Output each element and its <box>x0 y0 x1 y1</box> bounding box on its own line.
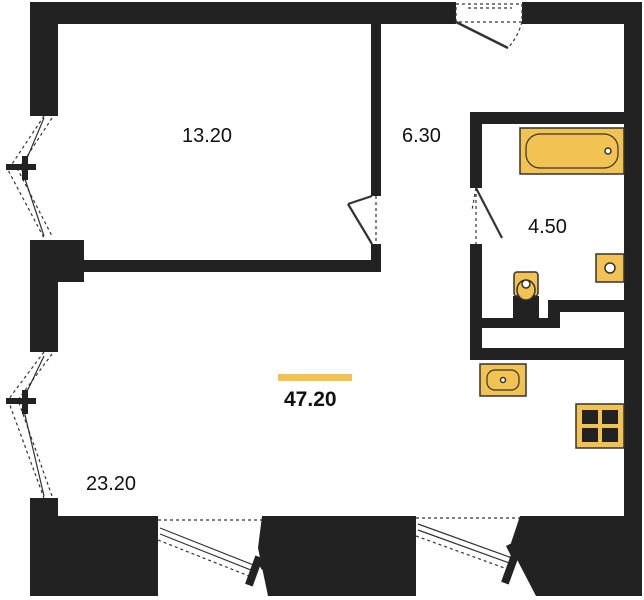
bottom-left-window <box>157 519 276 587</box>
total-area-label: 47.20 <box>284 388 337 411</box>
kitchen-sink-icon <box>479 363 527 397</box>
bathroom-area-label: 4.50 <box>528 216 567 238</box>
bathroom-door <box>471 187 503 244</box>
left-lower-window <box>6 351 53 499</box>
stove-icon <box>575 403 625 449</box>
doors <box>347 3 523 245</box>
hallway-area-label: 6.30 <box>402 125 441 147</box>
outer-walls <box>30 2 642 596</box>
bathroom-sink-icon <box>595 253 625 283</box>
toilet-icon <box>513 271 539 318</box>
bottom-right-window <box>415 517 528 585</box>
windows <box>6 115 528 587</box>
total-area-accent-bar <box>278 374 352 381</box>
bedroom-area-label: 13.20 <box>182 125 232 147</box>
living-kitchen-area-label: 23.20 <box>86 473 136 495</box>
bathtub-icon <box>519 127 625 175</box>
interior-walls <box>70 22 628 360</box>
bedroom-door <box>347 194 377 245</box>
left-upper-window <box>6 115 53 239</box>
fixtures <box>479 127 625 449</box>
entrance-door <box>455 3 523 50</box>
